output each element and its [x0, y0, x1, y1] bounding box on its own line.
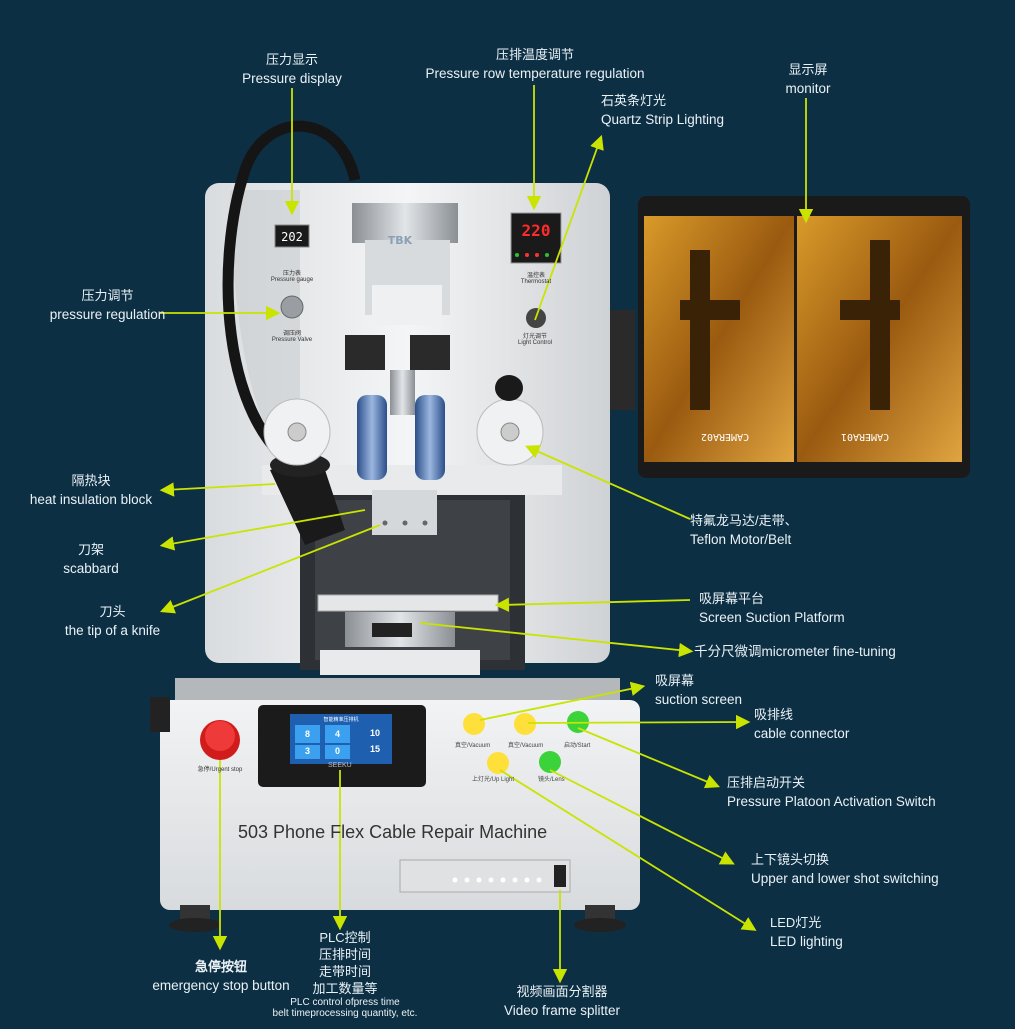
- vacuum-button-2[interactable]: [514, 713, 536, 735]
- press-head: TBK: [345, 203, 458, 535]
- pressure-gauge-icon: 202: [274, 224, 310, 248]
- arrow-teflon: [525, 445, 691, 520]
- up-light-button[interactable]: [487, 752, 509, 774]
- arrow-cable-connector: [527, 714, 751, 730]
- urgent-stop-label: 急停/Urgent stop: [197, 767, 243, 773]
- plc-cell-5: 0: [334, 746, 340, 756]
- arrow-activation: [577, 727, 720, 789]
- vacuum1-label: 真空/Vacuum: [455, 743, 491, 749]
- monitor: CAMERA02 CAMERA01: [610, 196, 970, 478]
- arrow-micrometer: [419, 622, 694, 658]
- light-hose: [222, 120, 361, 475]
- thermostat-icon: 220: [510, 212, 562, 264]
- plc-cell-6: 15: [369, 744, 380, 754]
- plc-screen[interactable]: [258, 705, 426, 787]
- callout-teflon-motor: 特氟龙马达/走带、Teflon Motor/Belt: [690, 513, 798, 547]
- lens-button[interactable]: [539, 751, 561, 773]
- suction-platform: [317, 594, 499, 675]
- machine-title: 503 Phone Flex Cable Repair Machine: [238, 822, 548, 842]
- arrow-quartz: [534, 134, 604, 321]
- plc-cell-1: 8: [304, 729, 310, 739]
- callout-plc-control: PLC控制 压排时间 走带时间 加工数量等 PLC control ofpres…: [272, 930, 418, 1019]
- plc-cell-3: 10: [369, 728, 380, 738]
- vacuum-button-1[interactable]: [463, 713, 485, 735]
- callout-arrows: [159, 85, 814, 984]
- arrow-led: [499, 769, 757, 931]
- arrow-shot-switching: [549, 769, 735, 865]
- plc-header: 智能精准压排机: [323, 717, 359, 723]
- start-label: 启动/Start: [564, 743, 591, 749]
- arrow-scabbard: [159, 509, 366, 551]
- arrow-suction-screen: [479, 681, 646, 721]
- vacuum2-label: 真空/Vacuum: [508, 743, 544, 749]
- pressure-gauge-value: 202: [281, 230, 303, 244]
- thermostat-value: 220: [522, 221, 551, 240]
- camera02-label: CAMERA02: [701, 431, 749, 442]
- plc-cell-2: 4: [334, 729, 340, 739]
- emergency-stop-button[interactable]: [200, 720, 240, 760]
- lens-label: 镜头/Lens: [538, 777, 565, 783]
- left-reel-icon: [263, 398, 331, 466]
- up-light-label: 上灯光/Up Light: [472, 777, 515, 783]
- control-buttons: [463, 711, 589, 774]
- tbk-logo: TBK: [388, 234, 413, 247]
- seeku-brand: SEEKU: [328, 762, 352, 769]
- pressure-valve-knob-icon[interactable]: [280, 295, 304, 319]
- camera01-label: CAMERA01: [841, 431, 889, 442]
- arrow-knife-tip: [159, 524, 381, 614]
- right-reel-icon: [476, 398, 544, 466]
- plc-cell-4: 3: [304, 746, 310, 756]
- video-splitter-leds: [452, 877, 542, 883]
- arrow-heat-insulation: [159, 482, 276, 497]
- lens-port-icon: [495, 375, 523, 401]
- arrow-screen-suction: [494, 597, 691, 612]
- callout-micrometer: 千分尺微调micrometer fine-tuning: [694, 644, 896, 659]
